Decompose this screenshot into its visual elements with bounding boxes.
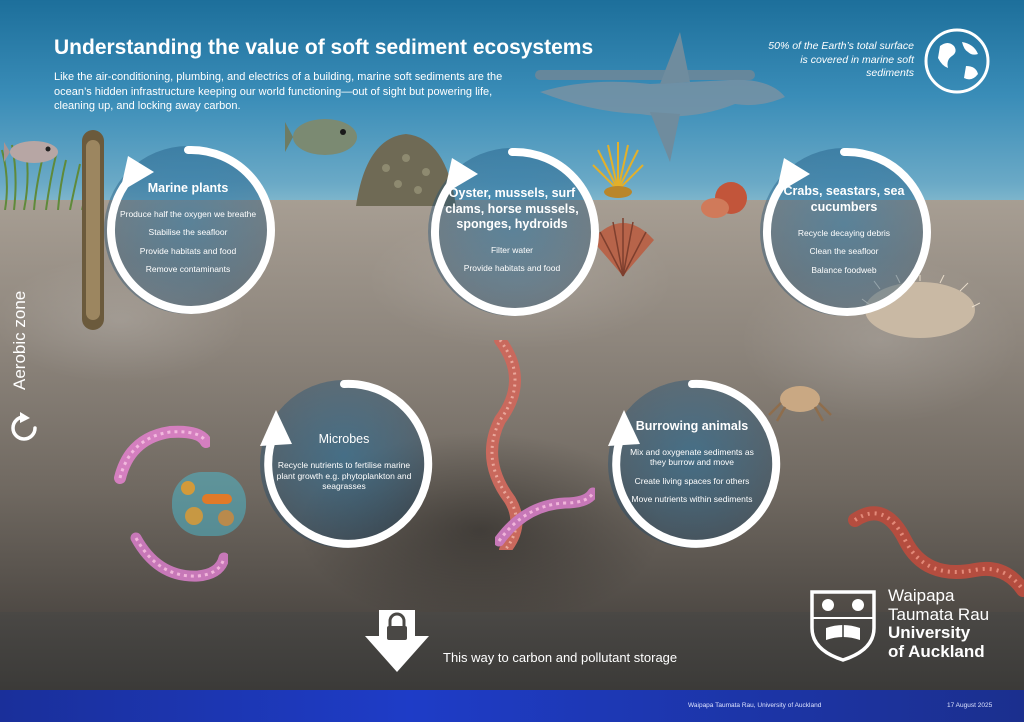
cycle-item: Remove contaminants (145, 264, 231, 275)
shrimp-illustration-2 (130, 532, 228, 582)
shrimp-illustration-3 (495, 487, 595, 547)
hammerhead-shark-illustration (535, 32, 785, 162)
hermit-crab-illustration (701, 182, 747, 218)
cycle-burrowing-animals: Burrowing animals Mix and oxygenate sedi… (592, 364, 792, 564)
cycle-arrow-icon (260, 379, 433, 548)
footer-credit: Waipapa Taumata Rau, University of Auckl… (688, 702, 822, 709)
large-worm-illustration (848, 506, 1024, 597)
aerobic-zone-label: Aerobic zone (10, 290, 29, 390)
cycle-arrow-icon (762, 147, 931, 316)
cycle-title: Microbes (318, 432, 370, 447)
sediment-statistic: 50% of the Earth’s total surface is cove… (768, 40, 914, 80)
cycle-item: Create living spaces for others (634, 475, 750, 486)
globe-icon (924, 28, 990, 94)
cycle-marine-plants: Marine plants Produce half the oxygen we… (88, 130, 288, 330)
anemone-illustration (592, 142, 644, 198)
cycle-title: Burrowing animals (635, 418, 749, 433)
cycle-item: Produce half the oxygen we breathe (119, 208, 257, 219)
cycle-title: Crabs, seastars, sea cucumbers (783, 184, 905, 215)
cycle-item: Mix and oxygenate sediments as they burr… (630, 446, 754, 468)
cycle-arrow-icon (430, 147, 599, 316)
cycle-item: Balance foodweb (811, 264, 877, 275)
cycle-item: Provide habitats and food (139, 245, 237, 256)
university-name-line: of Auckland (888, 642, 985, 662)
cycle-item: Move nutrients within sediments (631, 494, 753, 505)
storage-band (0, 612, 1024, 690)
fish-illustration (4, 141, 58, 163)
footer-bar (0, 690, 1024, 722)
cycle-filter-feeders: Oyster, mussels, surf clams, horse musse… (412, 132, 612, 332)
university-name-line: University (888, 623, 971, 643)
footer-date: 17 August 2025 (947, 702, 993, 709)
cycle-microbes: Microbes Recycle nutrients to fertilise … (244, 364, 444, 564)
cycle-item: Filter water (490, 244, 534, 255)
scallop-illustration (592, 218, 654, 277)
cycle-item: Provide habitats and food (463, 263, 561, 274)
refresh-cycle-icon (11, 412, 37, 441)
sponge-illustration (356, 134, 456, 206)
cycle-item: Stabilise the seafloor (148, 227, 228, 238)
university-crest-icon (810, 590, 876, 662)
snapper-fish-illustration (285, 119, 357, 155)
cycle-item: Recycle decaying debris (797, 227, 891, 238)
cycle-arrow-icon (106, 145, 275, 314)
lock-arrow-icon (365, 610, 429, 672)
crab-illustration (768, 386, 832, 422)
microbes-illustration (172, 472, 246, 536)
storage-caption: This way to carbon and pollutant storage (443, 650, 678, 665)
page-title: Understanding the value of soft sediment… (54, 36, 594, 59)
page-subtitle: Like the air-conditioning, plumbing, and… (54, 71, 503, 113)
cycle-crabs-seastars: Crabs, seastars, sea cucumbers Recycle d… (744, 132, 944, 332)
shrimp-illustration (114, 425, 210, 484)
university-name-line: Waipapa (888, 586, 955, 605)
cycle-title: Oyster, mussels, surf clams, horse musse… (445, 185, 579, 232)
cycle-item: Recycle nutrients to fertilise marine pl… (276, 459, 412, 492)
razor-clam-illustration (82, 130, 104, 330)
cycle-arrow-icon (608, 379, 781, 548)
cycle-item: Clean the seafloor (809, 246, 879, 257)
university-wordmark: Waipapa Taumata Rau University of Auckla… (888, 586, 990, 662)
university-name-line: Taumata Rau (888, 604, 990, 624)
cycle-title: Marine plants (147, 180, 229, 195)
